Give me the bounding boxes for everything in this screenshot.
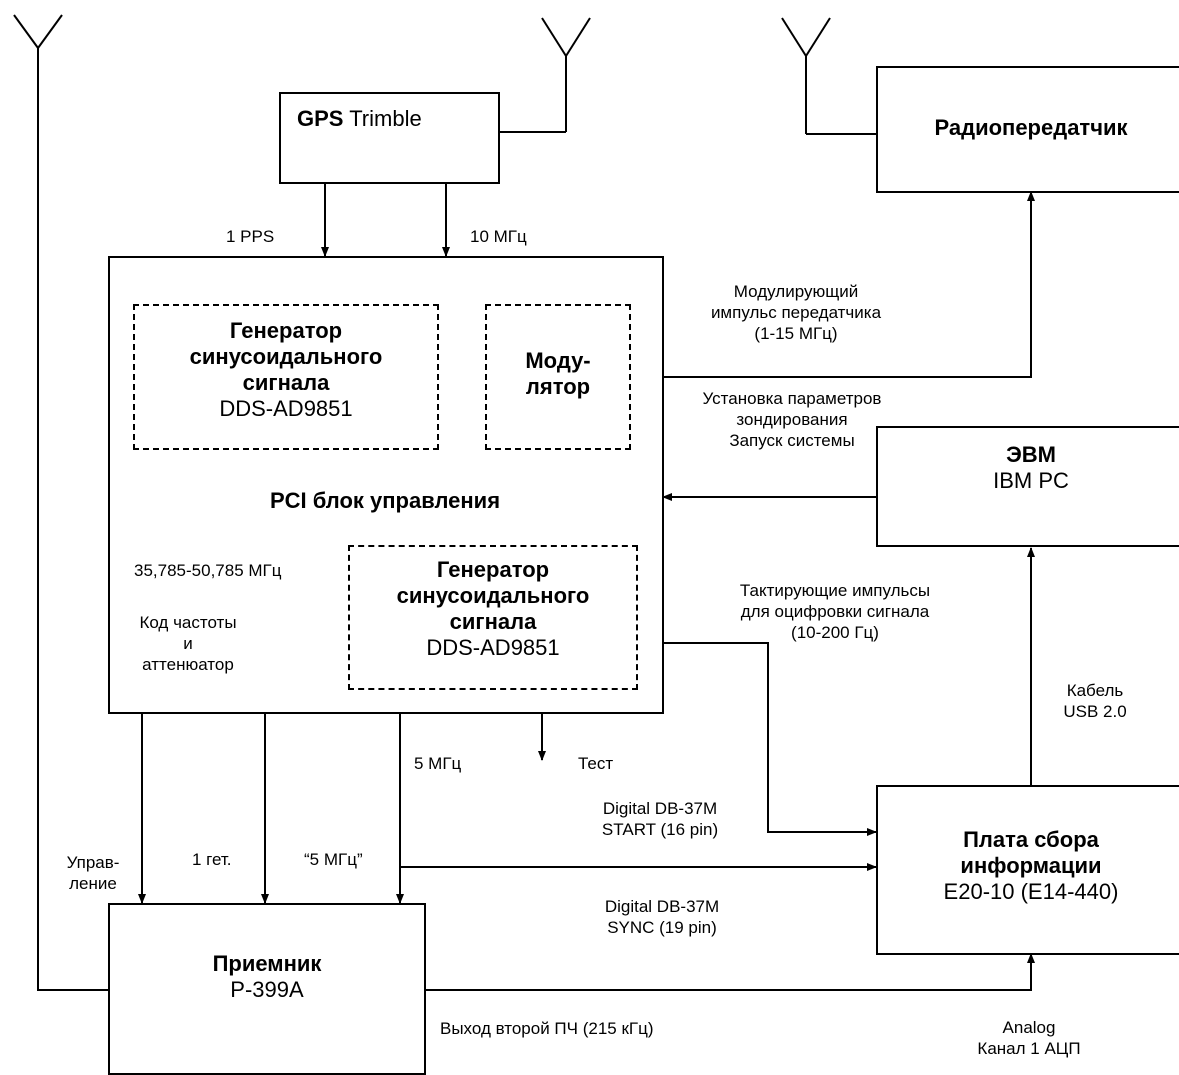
mod-pulse-label: Модулирующий импульс передатчика (1-15 М…	[676, 281, 916, 344]
analog-label: Analog Канал 1 АЦП	[954, 1017, 1104, 1059]
generator-bottom-line2: синусоидального	[396, 583, 590, 608]
analog-line1: Analog	[1002, 1018, 1056, 1037]
if-out-arrow	[424, 953, 1035, 991]
mod-to-transmitter-arrow	[630, 191, 1035, 378]
antenna-icon-transmitter	[781, 17, 878, 135]
clock-label: Тактирующие импульсы для оцифровки сигна…	[700, 580, 970, 643]
cable-label: Кабель USB 2.0	[1050, 680, 1140, 722]
five-mhz-q-label: “5 МГц”	[304, 850, 363, 869]
control-block-title: PCI блок управления	[269, 488, 501, 513]
antenna-icon-left	[13, 14, 63, 110]
cable-line2: USB 2.0	[1063, 702, 1127, 721]
db37-start-label: Digital DB-37M START (16 pin)	[570, 798, 750, 840]
five-mhz-label: 5 МГц	[414, 754, 462, 773]
db37-start-line1: Digital DB-37M	[602, 799, 718, 818]
setup-label: Установка параметров зондирования Запуск…	[672, 388, 912, 451]
setup-line2: зондирования	[736, 410, 848, 429]
daq-board-block: Плата сбора информации E20-10 (E14-440)	[876, 785, 1179, 955]
code-label-line2: и	[183, 634, 193, 653]
receiver-block: Приемник P-399A	[108, 903, 426, 1075]
control-label: Управ- ление	[48, 852, 138, 894]
pci-control-block	[108, 256, 664, 714]
generator-top-model: DDS-AD9851	[219, 396, 353, 421]
code-label: Код частоты и аттенюатор	[118, 612, 258, 675]
daq-line1: Плата сбора	[963, 827, 1099, 852]
mod-pulse-line3: (1-15 МГц)	[754, 324, 838, 343]
clock-line2: для оцифровки сигнала	[740, 602, 930, 621]
daq-line2: информации	[960, 853, 1102, 878]
generator-bottom-line1: Генератор	[436, 557, 550, 582]
modulator-block	[485, 304, 631, 450]
setup-line1: Установка параметров	[702, 389, 882, 408]
ten-mhz-label: 10 МГц	[470, 227, 527, 246]
pps-label: 1 PPS	[226, 227, 275, 246]
het-label: 1 гет.	[192, 850, 232, 869]
transmitter-title: Радиопередатчик	[934, 115, 1128, 140]
computer-block: ЭВМ IBM PC	[876, 426, 1179, 547]
db37-sync-line1: Digital DB-37M	[604, 897, 720, 916]
mod-pulse-line2: импульс передатчика	[710, 303, 882, 322]
db37-start-line2: START (16 pin)	[601, 820, 719, 839]
test-label: Тест	[578, 754, 614, 773]
receiver-model: P-399A	[230, 977, 304, 1002]
transmitter-block: Радиопередатчик	[876, 66, 1179, 193]
generator-top-line1: Генератор	[229, 318, 343, 343]
modulator-line1: Моду-	[525, 348, 591, 373]
clock-to-daq-arrow	[663, 642, 877, 836]
control-line1: Управ-	[66, 853, 120, 872]
generator-top-line3: сигнала	[242, 370, 330, 395]
mod-pulse-line1: Модулирующий	[733, 282, 859, 301]
gps-bold-label: GPS	[297, 106, 344, 131]
computer-title: ЭВМ	[1006, 442, 1056, 467]
generator-top-block	[133, 304, 439, 450]
clock-line1: Тактирующие импульсы	[739, 581, 931, 600]
generator-top-line2: синусоидального	[189, 344, 383, 369]
gps-trimble-block: GPS Trimble	[279, 92, 500, 184]
db37-sync-label: Digital DB-37M SYNC (19 pin)	[572, 896, 752, 938]
antenna-icon-gps	[500, 17, 591, 133]
analog-line2: Канал 1 АЦП	[977, 1039, 1081, 1058]
receiver-title: Приемник	[212, 951, 322, 976]
code-label-line1: Код частоты	[139, 613, 237, 632]
clock-line3: (10-200 Гц)	[791, 623, 879, 642]
db37-sync-line2: SYNC (19 pin)	[607, 918, 717, 937]
code-label-line3: аттенюатор	[142, 655, 234, 674]
computer-model: IBM PC	[993, 468, 1069, 493]
freq-range-label: 35,785-50,785 МГц	[134, 561, 282, 580]
generator-bottom-model: DDS-AD9851	[426, 635, 560, 660]
setup-line3: Запуск системы	[729, 431, 855, 450]
control-line2: ление	[69, 874, 117, 893]
cable-line1: Кабель	[1066, 681, 1124, 700]
generator-bottom-block	[348, 545, 638, 690]
antenna-to-receiver-line	[37, 110, 108, 991]
if-out-label: Выход второй ПЧ (215 кГц)	[440, 1019, 654, 1038]
generator-bottom-line3: сигнала	[449, 609, 537, 634]
daq-model: E20-10 (E14-440)	[943, 879, 1119, 904]
gps-model-label: Trimble	[349, 106, 422, 131]
modulator-line2: лятор	[525, 374, 591, 399]
